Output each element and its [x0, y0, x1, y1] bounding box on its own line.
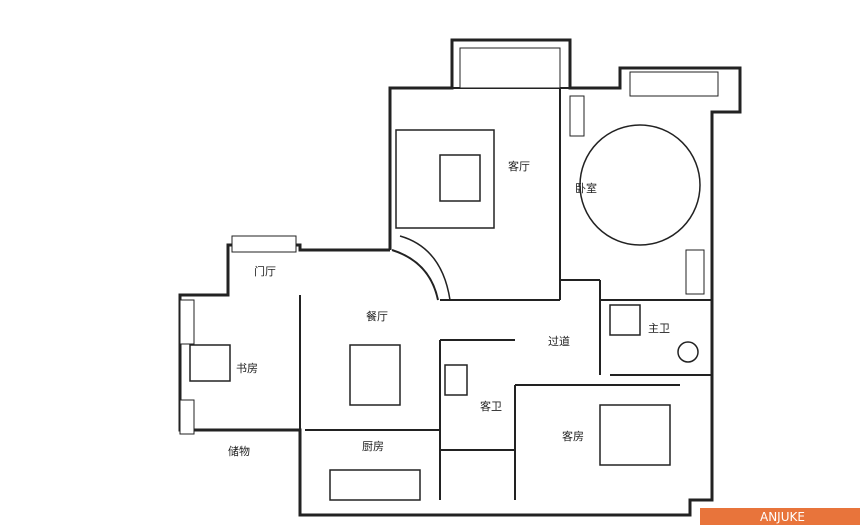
storage-label: 储物: [228, 444, 250, 458]
kitchen-label: 厨房: [362, 440, 384, 453]
inner-walls: [299, 87, 712, 500]
windows: [179, 47, 719, 435]
guest-bath-label: 客卫: [480, 399, 502, 413]
sink: [609, 304, 641, 336]
balcony-bedroom: [629, 71, 719, 97]
study-label: 书房: [236, 362, 258, 375]
exterior-wall: [178, 38, 742, 517]
watermark-badge: [700, 508, 860, 525]
foyer-label: 门厅: [254, 264, 276, 278]
round-bed: [579, 124, 701, 246]
kitchen-counter: [329, 469, 421, 501]
curved-wall-inner: [399, 235, 451, 301]
dining-room-label: 餐厅: [366, 309, 388, 323]
balcony-living: [459, 47, 561, 89]
second-bedroom-label: 客房: [562, 429, 584, 443]
sofa: [395, 129, 495, 229]
master-bedroom-label: 卧室: [575, 181, 597, 195]
window-study-2: [179, 399, 195, 435]
bed: [599, 404, 671, 466]
master-bath-label: 主卫: [648, 322, 670, 335]
study-desk: [189, 344, 231, 382]
window-foyer: [231, 235, 297, 253]
outer-walls: [178, 38, 742, 517]
furniture: [189, 124, 701, 501]
guest-sink: [444, 364, 468, 396]
hallway-label: 过道: [548, 334, 570, 348]
window-bedroom-left: [569, 95, 585, 137]
curved-wall: [391, 249, 439, 301]
window-study-1: [179, 299, 195, 345]
living-room-label: 客厅: [508, 159, 530, 173]
dining-table: [349, 344, 401, 406]
window-bedroom-right: [685, 249, 705, 295]
toilet: [677, 341, 699, 363]
watermark-text: ANJUKE: [760, 510, 805, 524]
coffee-table: [439, 154, 481, 202]
